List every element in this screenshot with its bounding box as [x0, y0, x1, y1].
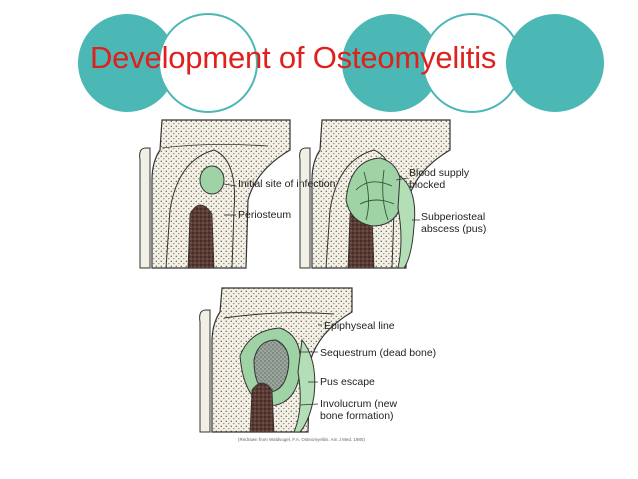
teal-circle-1 — [78, 14, 176, 112]
panel-2-bone — [299, 119, 451, 269]
panel-1-bone — [139, 119, 291, 269]
panel-3-bone — [199, 287, 353, 433]
label-periosteum: Periosteum — [238, 209, 292, 221]
teal-circle-3 — [506, 14, 604, 112]
slide-title: Development of Osteomyelitis — [90, 40, 497, 75]
label-pus-escape: Pus escape — [320, 376, 375, 388]
label-sequestrum: Sequestrum (dead bone) — [320, 347, 437, 359]
label-subperiosteal-abscess: Subperiosteal abscess (pus) — [421, 211, 487, 235]
label-blood-supply: Blood supply blocked — [409, 167, 470, 191]
image-credit: (Redrawn from Waldvogel, F.A. Osteomyeli… — [238, 437, 365, 442]
label-involucrum: Involucrum (new bone formation) — [320, 398, 398, 422]
label-epiphyseal-line: Epiphyseal line — [324, 320, 395, 332]
label-initial-site-line1: Initial site of infection — [238, 178, 336, 190]
teal-circle-2 — [342, 14, 440, 112]
outline-circle-1 — [158, 13, 258, 113]
